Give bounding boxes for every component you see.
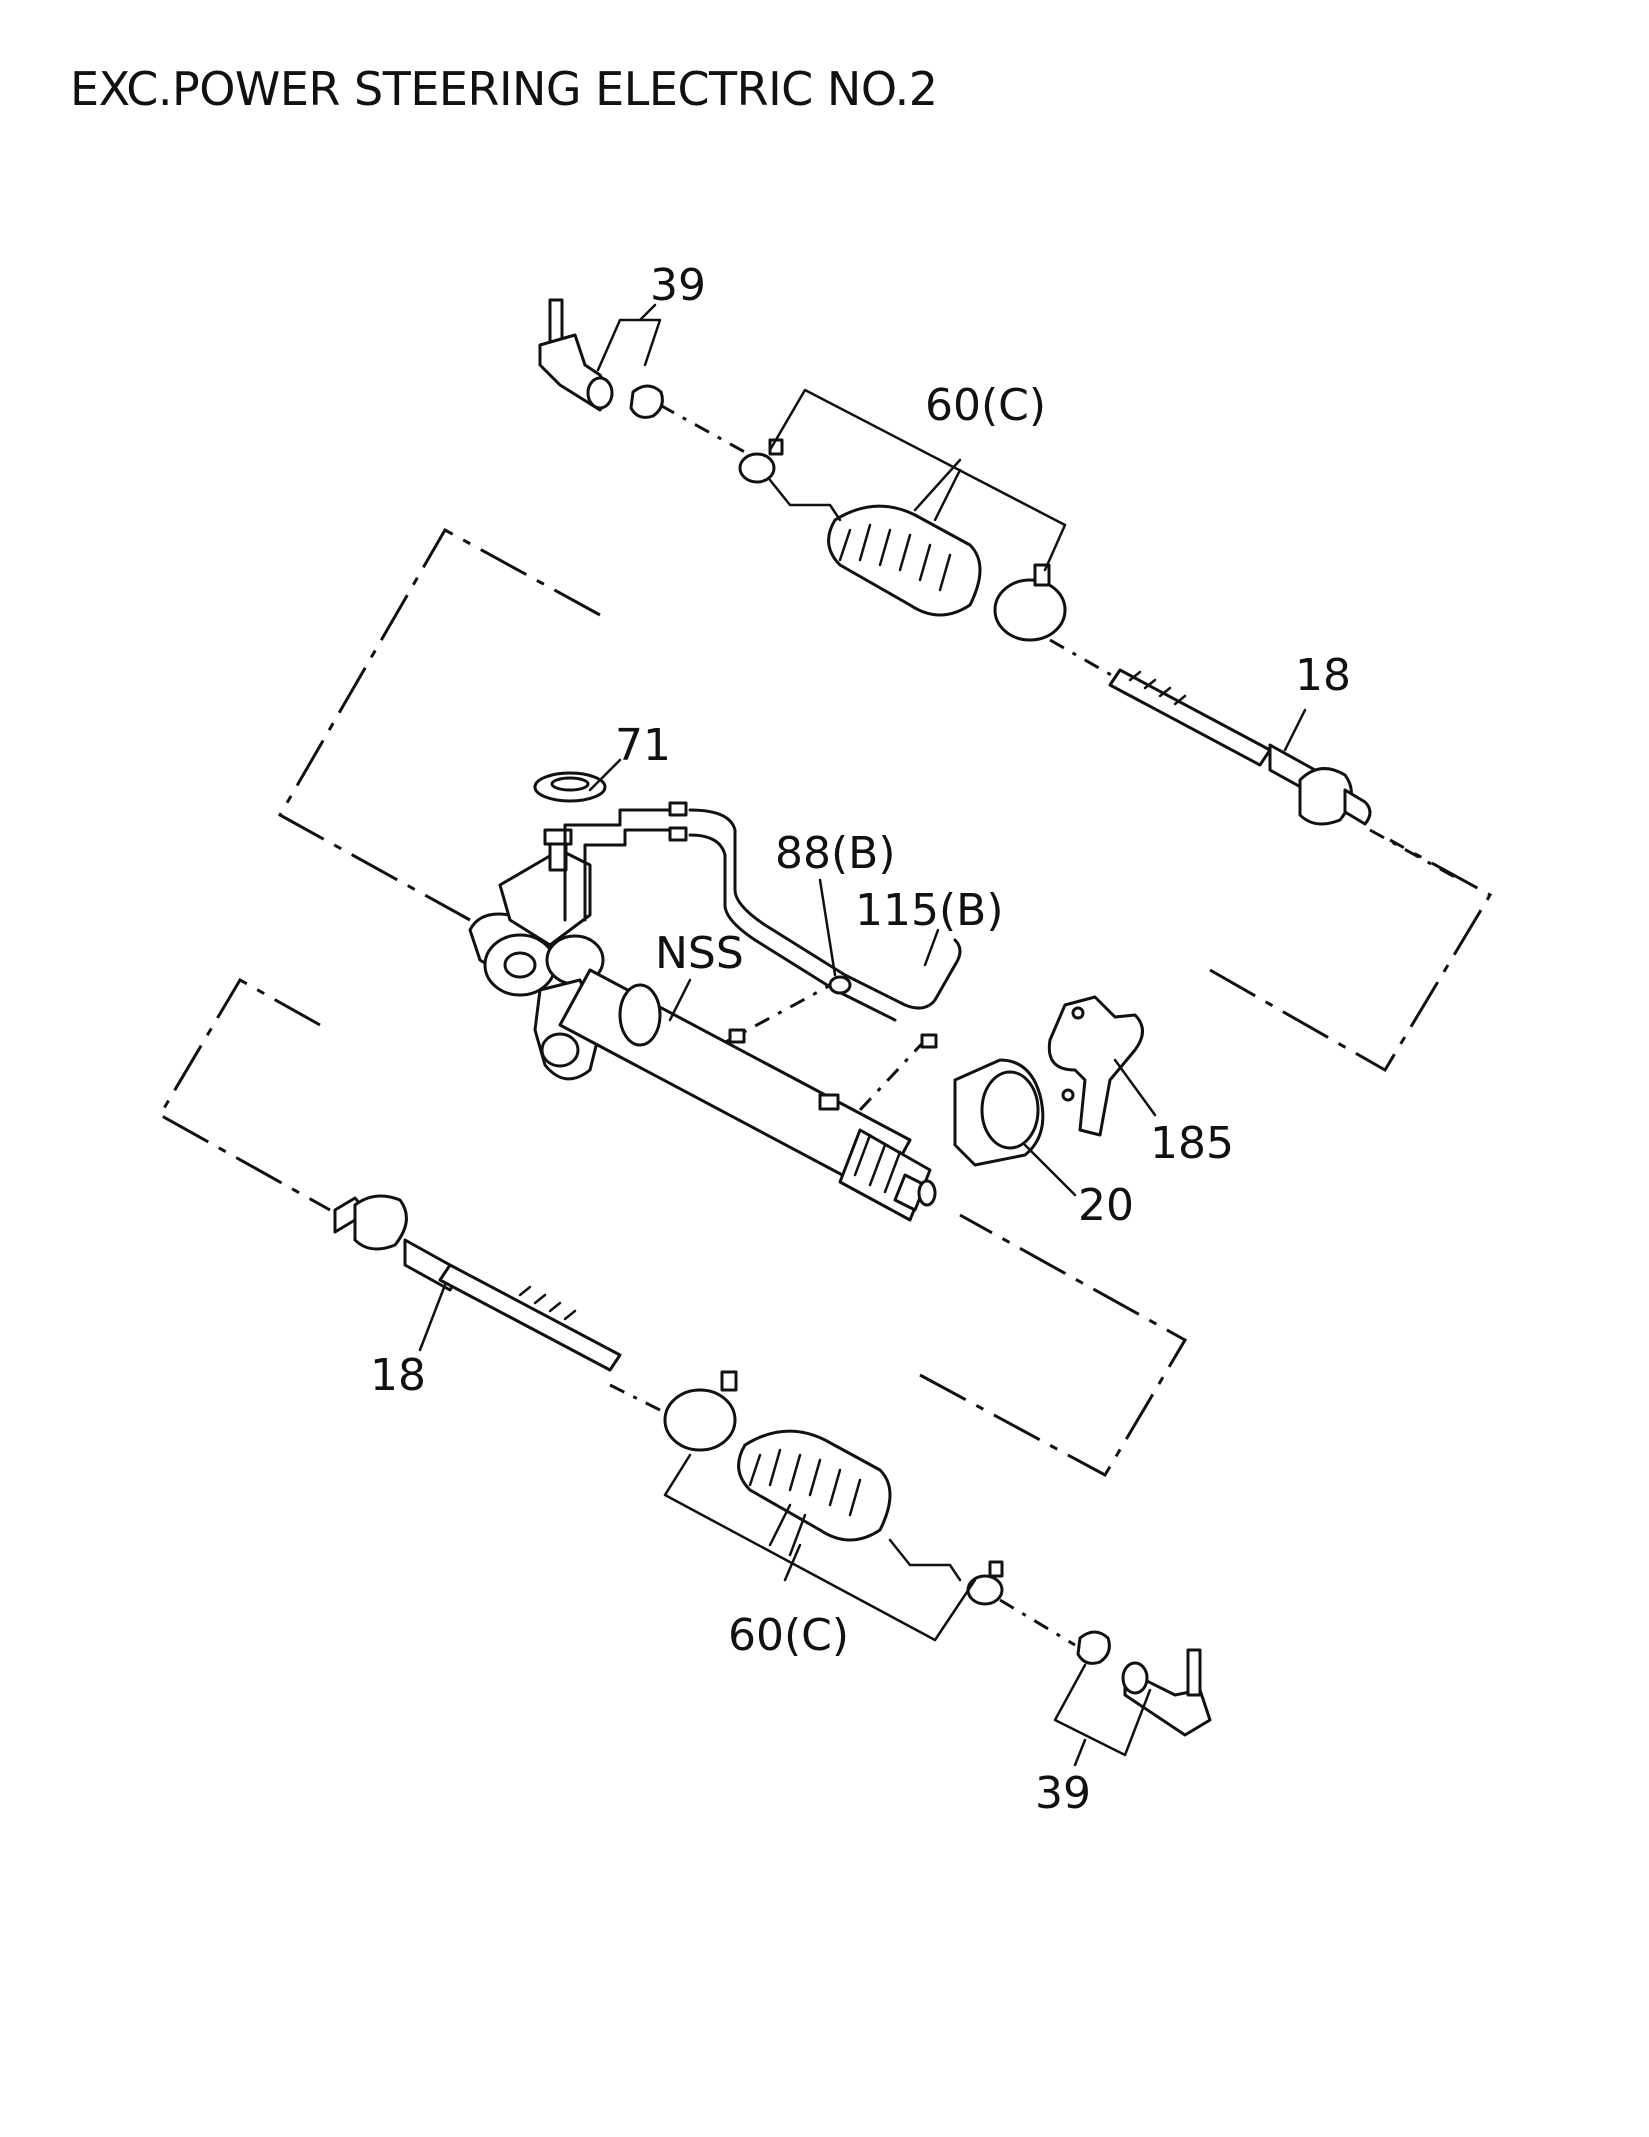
pressure-pipes: [563, 801, 962, 1049]
page-title: EXC.POWER STEERING ELECTRIC NO.2: [70, 62, 938, 116]
steering-gear-housing: [468, 828, 937, 1222]
rubber-insulator-20: [953, 1058, 1045, 1167]
axis-lines: [609, 403, 1461, 1647]
callout-labels: 39 60(C) 18 71 88(B) 115(B) NSS 185 20 1…: [370, 260, 1351, 1819]
callout-185: 185: [1150, 1118, 1234, 1169]
assembly-boundary-lines: [157, 527, 1493, 1478]
seal-71: [533, 771, 607, 803]
tie-rod-end-bottom: [1076, 1630, 1212, 1737]
callout-18-top: 18: [1295, 650, 1351, 701]
callout-71: 71: [615, 720, 671, 771]
inner-tie-rod-bottom: [333, 1194, 622, 1372]
callout-60-top: 60(C): [925, 380, 1046, 431]
callout-nss: NSS: [655, 928, 744, 979]
inner-tie-rod-top: [1108, 668, 1372, 826]
callout-18-bottom: 18: [370, 1350, 426, 1401]
callout-20: 20: [1078, 1180, 1134, 1231]
boot-assembly-bottom: [663, 1370, 1004, 1606]
callout-88: 88(B): [775, 828, 896, 879]
callout-115: 115(B): [855, 885, 1004, 936]
callout-39-bottom: 39: [1035, 1768, 1091, 1819]
callout-60-bottom: 60(C): [728, 1610, 849, 1661]
leader-lines: [418, 303, 1307, 1767]
mounting-bracket-185: [1047, 995, 1144, 1137]
tie-rod-end-top: [538, 298, 664, 419]
callout-39-top: 39: [650, 260, 706, 311]
boot-assembly-top: [738, 438, 1067, 642]
